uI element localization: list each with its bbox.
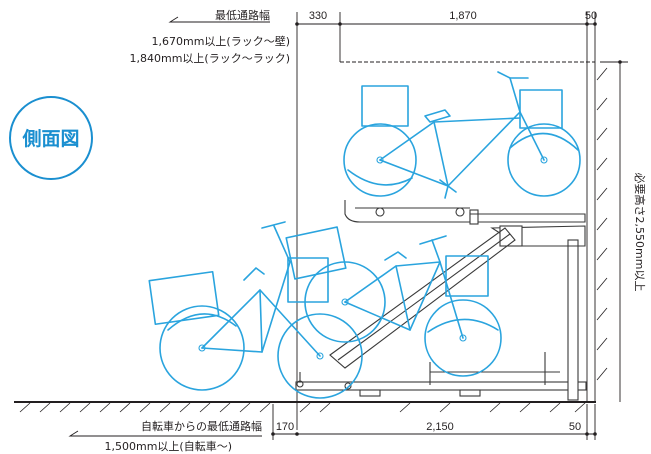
bottom-aisle-arrow [68, 430, 262, 437]
lower-mid-bicycle [287, 235, 502, 377]
top-aisle-line2: 1,840mm以上(ラック〜ラック) [129, 52, 290, 65]
top-dimension-line [295, 12, 597, 430]
top-dim-1870: 1,870 [449, 10, 477, 22]
height-dimension-line [600, 60, 628, 402]
top-dim-50: 50 [585, 10, 597, 22]
top-aisle-heading: 最低通路幅 [215, 9, 270, 22]
bottom-dimension-line [271, 404, 597, 440]
top-dim-330: 330 [309, 10, 327, 22]
wall [340, 61, 608, 402]
bottom-dim-170: 170 [276, 421, 294, 433]
height-label: 必要高さ2,550mm以上 [633, 173, 647, 292]
bottom-dim-50: 50 [569, 421, 581, 433]
title-badge: 側面図 [9, 96, 93, 180]
title-badge-text: 側面図 [21, 128, 79, 150]
bottom-aisle-line1: 1,500mm以上(自転車〜) [104, 439, 232, 453]
bicycle-rack [295, 200, 587, 401]
bottom-dim-2150: 2,150 [426, 421, 454, 433]
top-aisle-line1: 1,670mm以上(ラック〜壁) [151, 34, 290, 48]
lower-left-bicycle [148, 221, 363, 399]
bottom-aisle-heading: 自転車からの最低通路幅 [141, 419, 262, 433]
ground [14, 401, 596, 413]
top-aisle-arrow [168, 16, 270, 23]
upper-bicycle [343, 71, 581, 199]
